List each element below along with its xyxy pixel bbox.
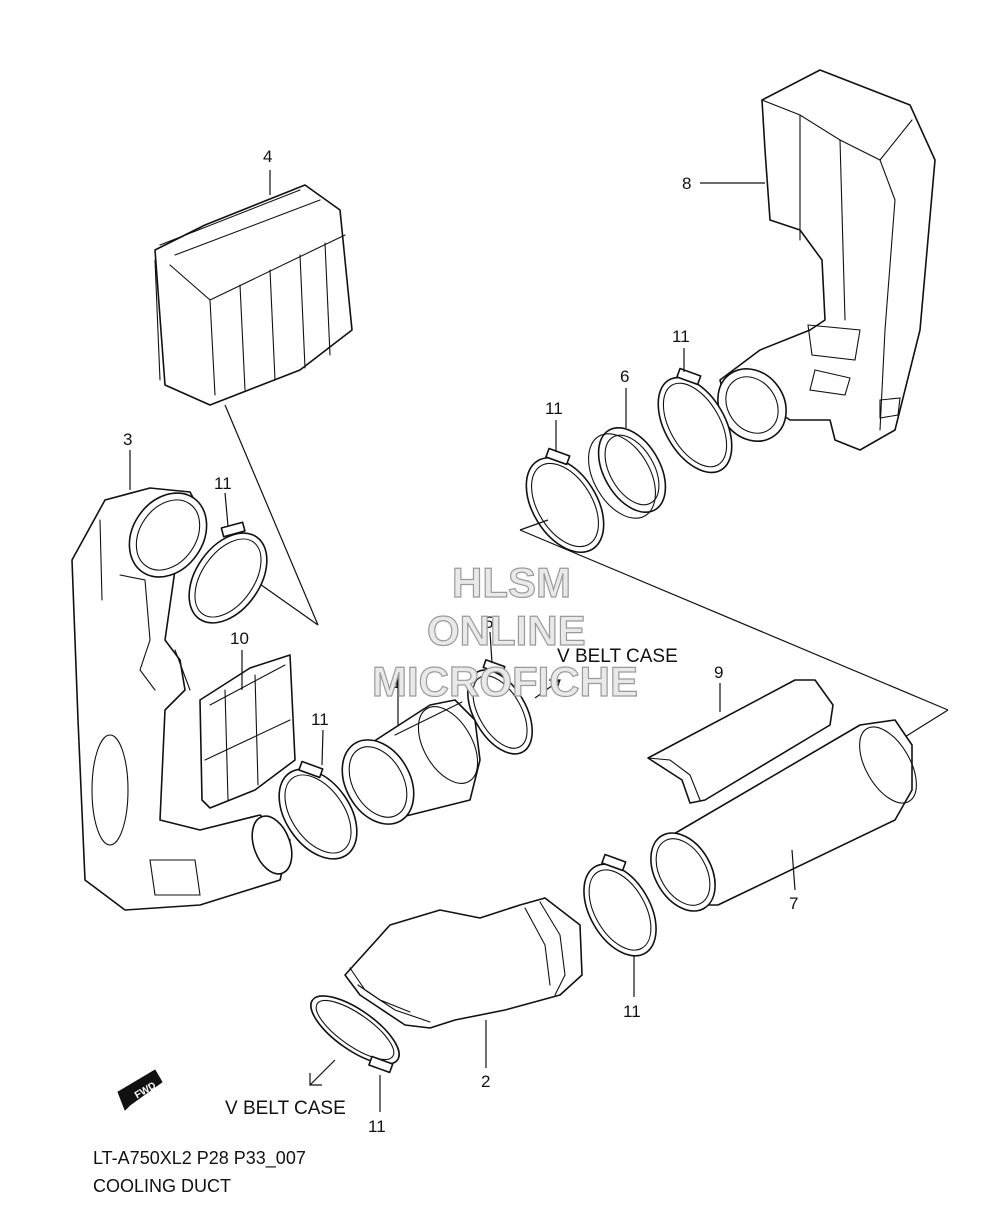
part-6-coupling[interactable] — [575, 416, 679, 530]
part-11-clamp-d[interactable] — [263, 755, 373, 874]
watermark-line-3: MICROFICHE — [372, 658, 638, 705]
leader-11-d — [321, 729, 324, 766]
arrow-v-belt-case-upper — [534, 679, 561, 699]
diagram-code: LT-A750XL2 P28 P33_007 — [93, 1148, 306, 1169]
label-5: 5 — [484, 613, 493, 632]
part-1-tube[interactable] — [328, 697, 490, 837]
label-1: 1 — [392, 673, 401, 692]
fwd-arrow-icon: FWD — [117, 1069, 163, 1111]
label-9: 9 — [714, 663, 723, 682]
leader-5 — [489, 631, 493, 664]
label-3: 3 — [123, 430, 132, 449]
leader-11-c — [224, 492, 229, 527]
part-5-clamp[interactable] — [454, 659, 545, 765]
label-11-a: 11 — [672, 327, 690, 346]
explode-line-right-1 — [519, 529, 949, 711]
explode-line-right-2 — [519, 519, 549, 531]
label-11-b: 11 — [545, 399, 563, 418]
part-7-long-tube[interactable] — [638, 718, 928, 923]
part-11-clamp-b[interactable] — [510, 444, 619, 566]
label-11-e: 11 — [623, 1002, 641, 1021]
label-v-belt-case-upper: V BELT CASE — [557, 646, 678, 667]
part-9-shield[interactable] — [647, 679, 834, 804]
leader-7 — [791, 849, 796, 891]
part-11-clamp-c[interactable] — [173, 519, 283, 638]
watermark-line-1: HLSM — [452, 559, 571, 606]
label-11-c: 11 — [214, 474, 232, 493]
label-4: 4 — [263, 147, 272, 166]
label-10: 10 — [230, 629, 249, 648]
watermark: HLSM ONLINE MICROFICHE — [371, 558, 638, 705]
watermark-line-2: ONLINE — [427, 607, 586, 654]
arrow-v-belt-case-lower — [309, 1059, 336, 1086]
label-2: 2 — [481, 1072, 490, 1091]
label-v-belt-case-lower: V BELT CASE — [225, 1098, 346, 1119]
part-11-clamp-e[interactable] — [569, 852, 671, 969]
label-11-f: 11 — [368, 1117, 386, 1136]
label-6: 6 — [620, 367, 629, 386]
label-7: 7 — [789, 894, 798, 913]
label-11-d: 11 — [311, 710, 329, 729]
part-2-elbow-duct[interactable] — [344, 897, 583, 1029]
part-10-filter-pad[interactable] — [199, 654, 296, 809]
part-11-clamp-a[interactable] — [643, 365, 747, 485]
diagram-title: COOLING DUCT — [93, 1176, 231, 1196]
explode-line-box — [224, 404, 319, 626]
part-4-box[interactable] — [154, 184, 353, 406]
part-8-duct[interactable] — [704, 69, 936, 454]
part-3-intake-duct[interactable] — [71, 478, 299, 911]
label-8: 8 — [682, 174, 691, 193]
explode-line-right-3 — [899, 709, 949, 741]
part-11-clamp-f[interactable] — [301, 984, 409, 1076]
